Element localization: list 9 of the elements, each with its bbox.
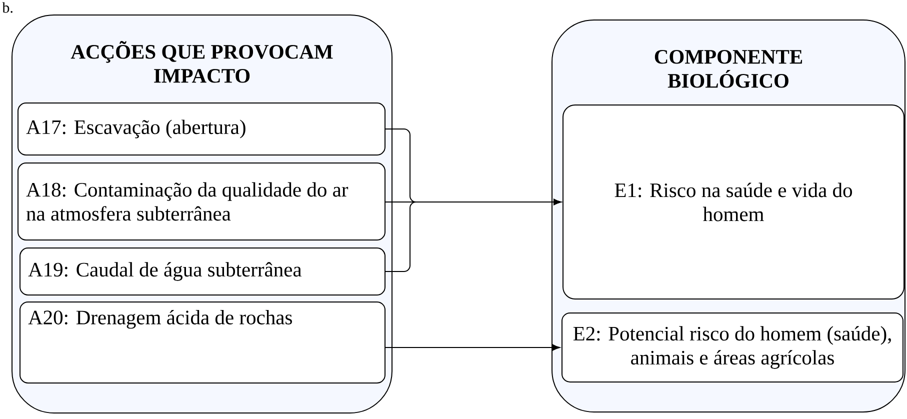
- arrow: [385, 198, 562, 272]
- action-box: A20: Drenagem ácida de rochas: [20, 302, 386, 384]
- effect-box: E1: Risco na saúde e vida do homem: [562, 104, 904, 300]
- action-box: A19: Caudal de água subterrânea: [20, 248, 386, 296]
- action-box: A17: Escavação (abertura): [18, 102, 386, 156]
- figure-letter: b.: [2, 2, 12, 13]
- effect-box: E2: Potencial risco do homem (saúde), animais e áreas agrícolas: [562, 312, 904, 382]
- action-box: A18: Contaminação da qualidade do ar na atmosfera subterrânea: [18, 162, 386, 240]
- arrow: [385, 344, 560, 351]
